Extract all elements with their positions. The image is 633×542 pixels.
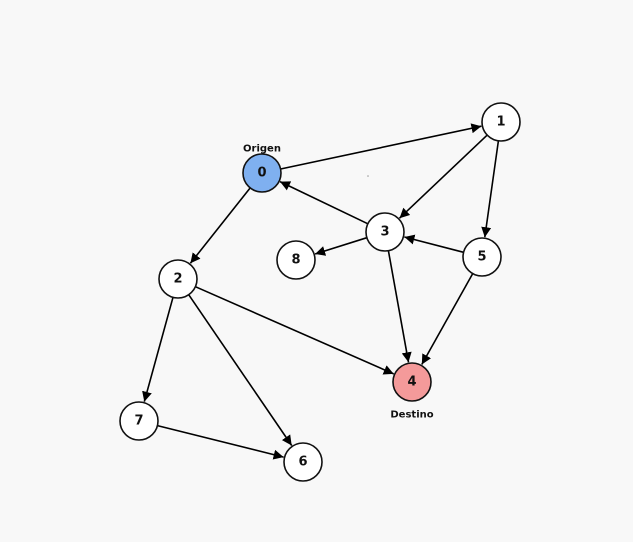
node-3[interactable]: 3 (365, 212, 405, 252)
stray-dot (367, 175, 369, 177)
edge-5-to-3 (404, 234, 464, 254)
node-circle (283, 442, 323, 482)
node-0[interactable]: 0 Origen (242, 144, 282, 193)
edge-3-to-4 (387, 250, 412, 363)
node-6[interactable]: 6 (283, 442, 323, 482)
edge-3-to-0 (279, 180, 369, 225)
node-label: 4 (407, 375, 416, 390)
edge-1-to-5 (481, 140, 500, 238)
node-circle (392, 362, 432, 402)
node-circle (276, 240, 316, 280)
edge-1-to-3 (398, 134, 488, 219)
node-5[interactable]: 5 (462, 237, 502, 277)
node-8[interactable]: 8 (276, 240, 316, 280)
edge-2-to-4 (195, 285, 395, 375)
edge-3-to-8 (314, 236, 368, 256)
edge-7-to-6 (157, 424, 284, 460)
node-2[interactable]: 2 (158, 259, 198, 299)
edge-0-to-1 (280, 123, 482, 170)
node-7[interactable]: 7 (119, 401, 159, 441)
edge-5-to-4 (421, 273, 474, 365)
node-label: 1 (496, 115, 505, 130)
node-circle (119, 401, 159, 441)
node-label: 0 (257, 166, 266, 181)
node-label: 8 (291, 253, 300, 268)
node-label: 2 (173, 272, 182, 287)
edges-layer (142, 123, 500, 460)
node-label: 3 (380, 225, 389, 240)
node-circle (242, 153, 282, 193)
node-label: 7 (134, 414, 143, 429)
edge-2-to-7 (142, 297, 174, 402)
node-circle (462, 237, 502, 277)
node-circle (481, 102, 521, 142)
destination-caption: Destino (390, 410, 433, 421)
edge-2-to-6 (188, 294, 293, 446)
node-label: 5 (477, 250, 486, 265)
origin-caption: Origen (243, 144, 281, 155)
node-label: 6 (298, 455, 307, 470)
node-circle (365, 212, 405, 252)
node-circle (158, 259, 198, 299)
node-1[interactable]: 1 (481, 102, 521, 142)
edge-0-to-2 (189, 187, 251, 264)
